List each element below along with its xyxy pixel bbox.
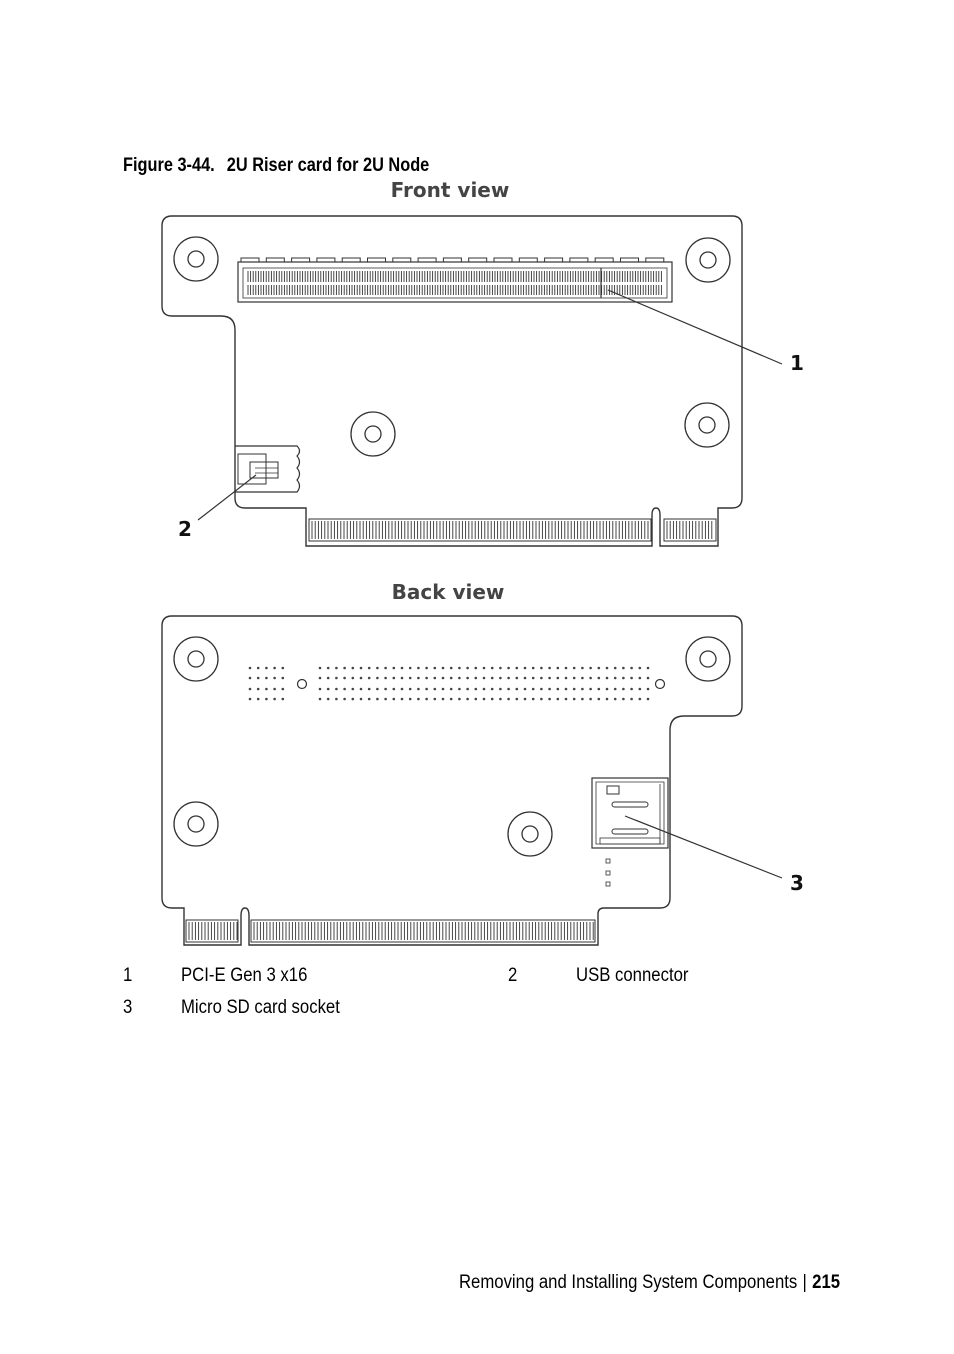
legend-num-2: 2 — [508, 965, 518, 986]
page-number: 215 — [812, 1272, 840, 1293]
mounting-hole — [350, 411, 396, 457]
callout-3: 3 — [790, 871, 804, 895]
front-edge-fingers — [308, 518, 717, 542]
pcie-x16-slot — [237, 257, 673, 303]
figure-number: Figure 3-44. — [123, 155, 215, 176]
front-board-outline — [161, 215, 743, 547]
legend-label-1: PCI-E Gen 3 x16 — [181, 965, 308, 986]
usb-connector — [235, 445, 301, 493]
figure-caption: Figure 3-44. 2U Riser card for 2U Node — [123, 155, 441, 177]
legend-label-2: USB connector — [576, 965, 689, 986]
figure-title: 2U Riser card for 2U Node — [226, 155, 430, 176]
mounting-hole — [685, 237, 731, 283]
mounting-hole — [173, 636, 219, 682]
page-footer: Removing and Installing System Component… — [459, 1272, 840, 1294]
mounting-hole — [684, 402, 730, 448]
callout-leader-1 — [607, 289, 783, 365]
callout-leader-2 — [197, 474, 257, 521]
mounting-hole — [173, 801, 219, 847]
back-board-outline — [161, 615, 743, 946]
callout-1: 1 — [790, 351, 804, 375]
footer-section-title: Removing and Installing System Component… — [458, 1272, 798, 1293]
mounting-hole — [507, 811, 553, 857]
front-view-label: Front view — [391, 178, 510, 202]
legend-num-3: 3 — [123, 997, 133, 1018]
footer-separator: | — [802, 1272, 807, 1293]
micro-sd-card-socket — [591, 777, 669, 887]
callout-2: 2 — [178, 517, 192, 541]
back-edge-fingers — [185, 919, 596, 943]
back-view-label: Back view — [392, 580, 505, 604]
legend-label-3: Micro SD card socket — [181, 997, 340, 1018]
callout-leader-3 — [624, 815, 783, 879]
slot-solder-pins — [248, 666, 666, 701]
mounting-hole — [173, 236, 219, 282]
legend-num-1: 1 — [123, 965, 133, 986]
mounting-hole — [685, 636, 731, 682]
